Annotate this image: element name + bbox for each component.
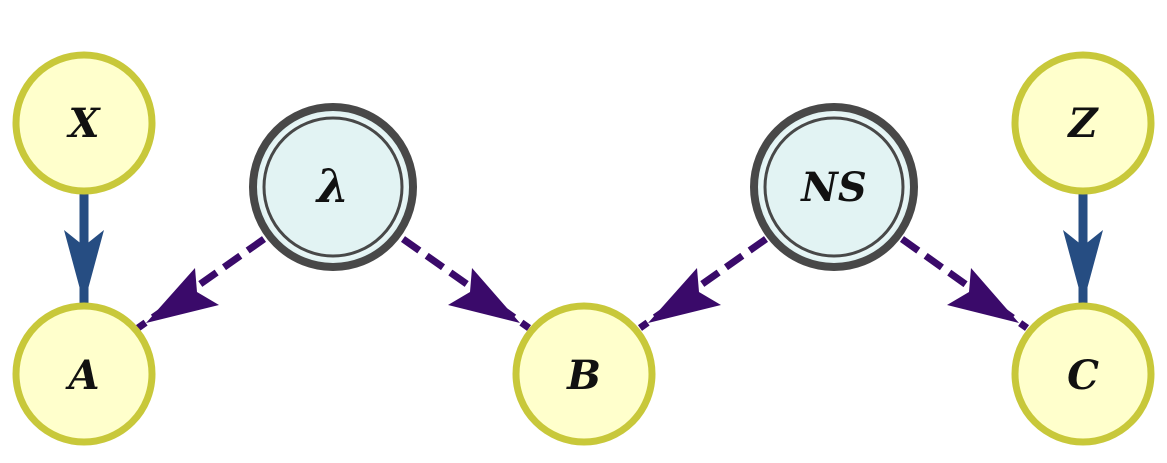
- node-b-label: B: [566, 352, 601, 399]
- edge-lambda-to-b: [400, 236, 532, 331]
- edge-lambda-to-a: [135, 236, 267, 331]
- node-x: X: [12, 51, 156, 195]
- node-z: Z: [1011, 51, 1155, 195]
- node-c-label: C: [1067, 352, 1099, 399]
- node-z-label: Z: [1066, 100, 1099, 147]
- edge-ns-to-b: [637, 236, 769, 331]
- nodes: X A λ B NS Z: [12, 51, 1155, 446]
- node-b: B: [512, 302, 656, 446]
- edge-ns-to-c: [899, 236, 1030, 331]
- node-a-label: A: [64, 352, 99, 399]
- node-lambda-label: λ: [315, 159, 349, 213]
- node-a: A: [12, 302, 156, 446]
- node-ns: NS: [750, 103, 918, 271]
- node-ns-label: NS: [799, 164, 866, 211]
- edge-z-to-c: [1063, 192, 1103, 308]
- node-lambda: λ: [249, 103, 417, 271]
- edge-x-to-a: [64, 192, 104, 308]
- node-c: C: [1011, 302, 1155, 446]
- node-x-label: X: [65, 100, 101, 147]
- edges: [64, 192, 1103, 331]
